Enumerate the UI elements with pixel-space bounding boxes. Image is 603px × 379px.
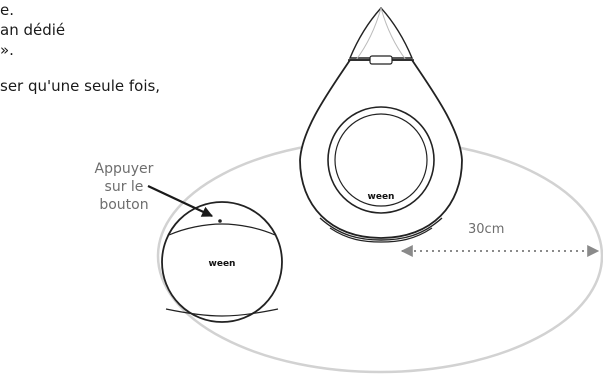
instruction-line-3: ». <box>0 41 14 59</box>
instruction-line-4: ser qu'une seule fois, <box>0 77 161 95</box>
device-ring-inner <box>334 113 428 207</box>
press-arrow <box>147 185 213 217</box>
press-label-line-1: Appuyer <box>94 161 154 177</box>
press-label-line-2: sur le bouton <box>99 179 149 213</box>
instruction-line-1: e. <box>0 1 14 19</box>
button-body <box>161 201 283 323</box>
button-logo: ween <box>209 259 236 269</box>
button-led-dot <box>218 219 222 223</box>
distance-label: 30cm <box>468 222 505 237</box>
press-button-label: Appuyer sur le bouton <box>88 160 160 214</box>
device-logo: ween <box>368 192 395 202</box>
device-body <box>299 59 463 239</box>
device-ring-outer <box>327 106 435 214</box>
thermostat-device: ween <box>299 6 463 243</box>
remote-button: ween <box>161 201 283 323</box>
device-top-cone <box>348 6 414 59</box>
instruction-line-2: an dédié <box>0 21 66 39</box>
device-slot <box>369 55 393 65</box>
